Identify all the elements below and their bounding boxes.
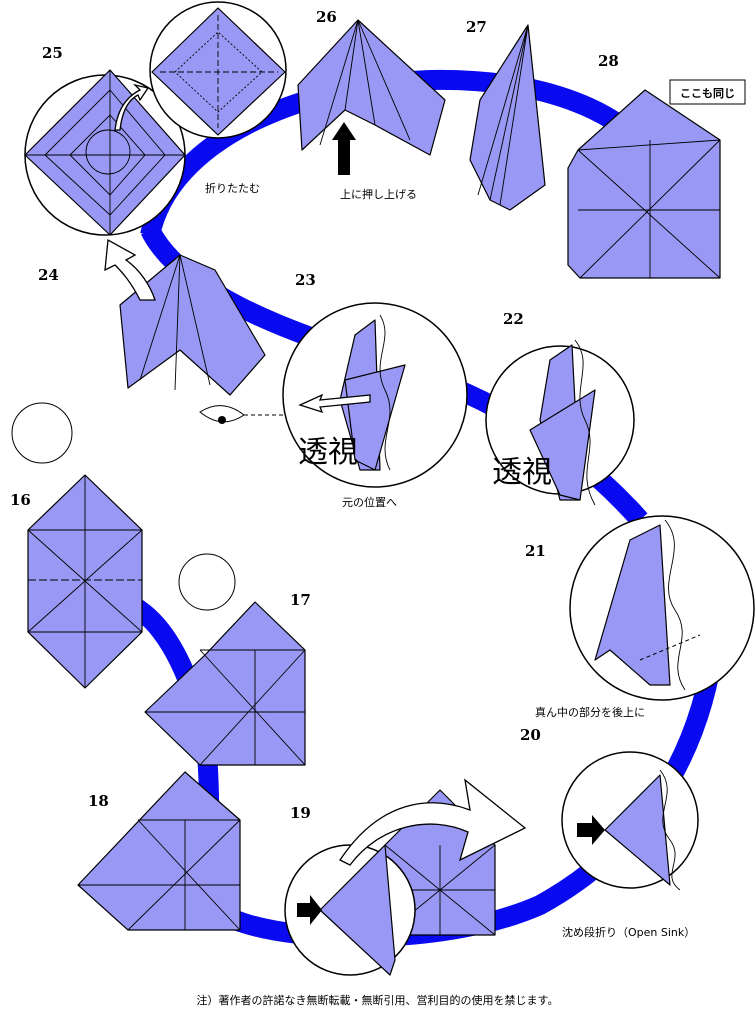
caption-open-sink: 沈め段折り（Open Sink） [562, 925, 695, 939]
step-number: 26 [316, 8, 337, 26]
left-arrow-icon [298, 393, 371, 414]
step-number: 21 [525, 542, 546, 560]
turn-over-arrow-icon [339, 778, 527, 866]
step-number: 17 [290, 591, 311, 609]
rotate-icon [178, 553, 236, 611]
push-up-arrow-icon [332, 122, 356, 175]
push-arrow-icon [297, 895, 322, 925]
step-25-detail-model [151, 7, 286, 136]
step-number: 18 [88, 792, 109, 810]
step-number: 25 [42, 44, 63, 62]
step-21-model [594, 524, 671, 686]
step-number: 23 [295, 271, 316, 289]
step-26-model [297, 19, 446, 156]
copyright-note: 注）著作者の許諾なき無断転載・無断引用、営利目的の使用を禁じます。 [196, 994, 559, 1007]
step-number: 27 [466, 18, 487, 36]
fold-arrow-icon [114, 83, 150, 131]
step-number: 20 [520, 726, 541, 744]
step-18-model [77, 771, 241, 931]
step-24-model [119, 254, 266, 396]
unfold-arrow-icon [104, 238, 156, 301]
step-number: 22 [503, 310, 524, 328]
step-number: 16 [10, 491, 31, 509]
caption-to-original: 元の位置へ [342, 495, 397, 509]
see-through-label: 透視 [298, 435, 358, 470]
rotate-icon [11, 402, 73, 464]
callout-box [669, 79, 746, 105]
step-number: 19 [290, 804, 311, 822]
step-20-model [604, 774, 671, 886]
step-number: 28 [598, 52, 619, 70]
sink-arrow-icon [577, 815, 605, 845]
step-number: 24 [38, 266, 59, 284]
caption-middle-back-up: 真ん中の部分を後上に [535, 705, 645, 719]
caption-push-up: 上に押し上げる [340, 187, 417, 201]
caption-fold-flat: 折りたたむ [205, 181, 260, 195]
caption-same-here: ここも同じ [680, 87, 735, 100]
see-through-label: 透視 [492, 455, 552, 490]
